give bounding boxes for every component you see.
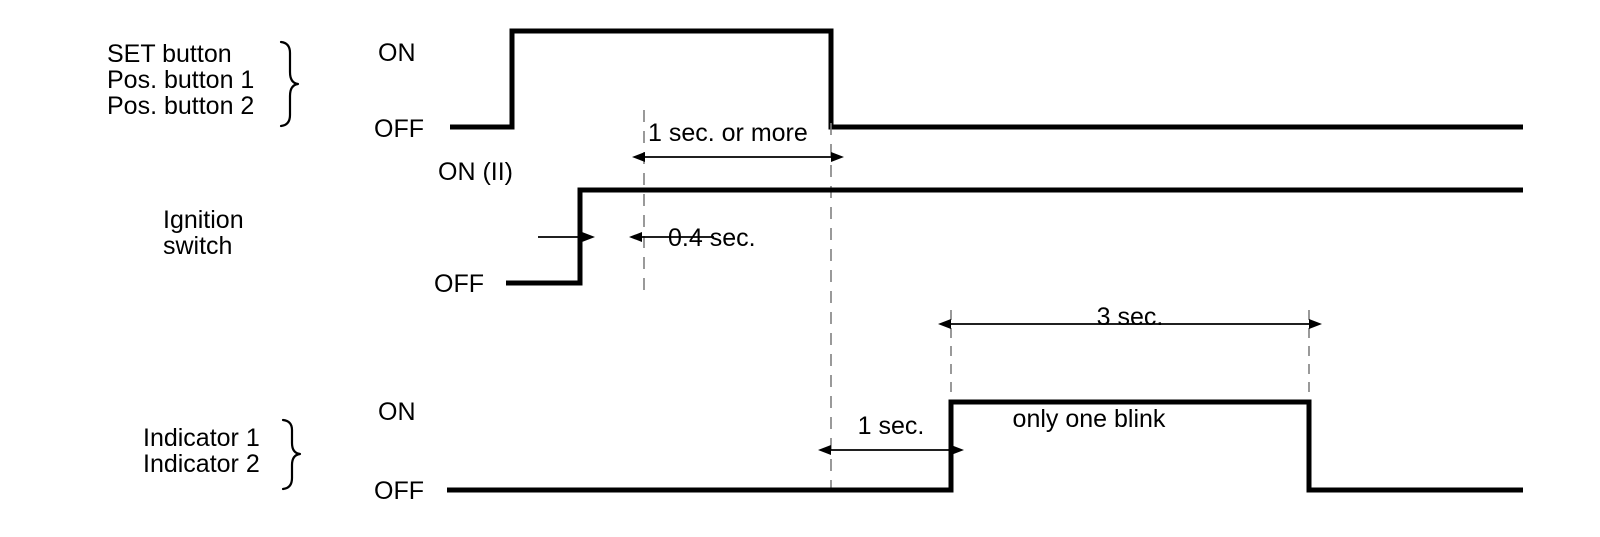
dimension-ignition-delay: 0.4 sec. (538, 224, 756, 252)
row-buttons: SET button Pos. button 1 Pos. button 2 O… (107, 28, 1523, 143)
indicators-state-off-label: OFF (374, 477, 424, 505)
row-ignition: Ignition switch ON (II) OFF (163, 158, 1523, 298)
buttons-label-line-3: Pos. button 2 (107, 92, 254, 120)
buttons-label-line-2: Pos. button 1 (107, 66, 254, 94)
dimension-blink-duration: 3 sec. (938, 303, 1322, 331)
indicators-brace (281, 418, 302, 491)
buttons-waveform (450, 28, 1523, 130)
blink-note-label: only one blink (1013, 405, 1166, 433)
ignition-label-line-2: switch (163, 232, 232, 260)
row-indicators: Indicator 1 Indicator 2 ON OFF only one … (143, 398, 1523, 505)
dimension-blink-delay-label: 1 sec. (858, 412, 925, 440)
buttons-state-on-label: ON (378, 39, 416, 67)
buttons-label-line-1: SET button (107, 40, 232, 68)
indicators-label-line-2: Indicator 2 (143, 450, 260, 478)
dimension-blink-duration-label: 3 sec. (1097, 303, 1164, 331)
ignition-label-line-1: Ignition (163, 206, 244, 234)
indicators-state-on-label: ON (378, 398, 416, 426)
indicators-waveform (447, 399, 1523, 493)
dimension-press-hold-label: 1 sec. or more (648, 119, 808, 147)
dimension-press-hold: 1 sec. or more (632, 119, 844, 162)
dimension-blink-delay: 1 sec. (818, 412, 964, 455)
buttons-brace (279, 40, 300, 128)
indicators-label-line-1: Indicator 1 (143, 424, 260, 452)
dimension-ignition-delay-label: 0.4 sec. (668, 224, 756, 252)
ignition-state-off-label: OFF (434, 270, 484, 298)
buttons-state-off-label: OFF (374, 115, 424, 143)
ignition-state-on-label: ON (II) (438, 158, 513, 186)
